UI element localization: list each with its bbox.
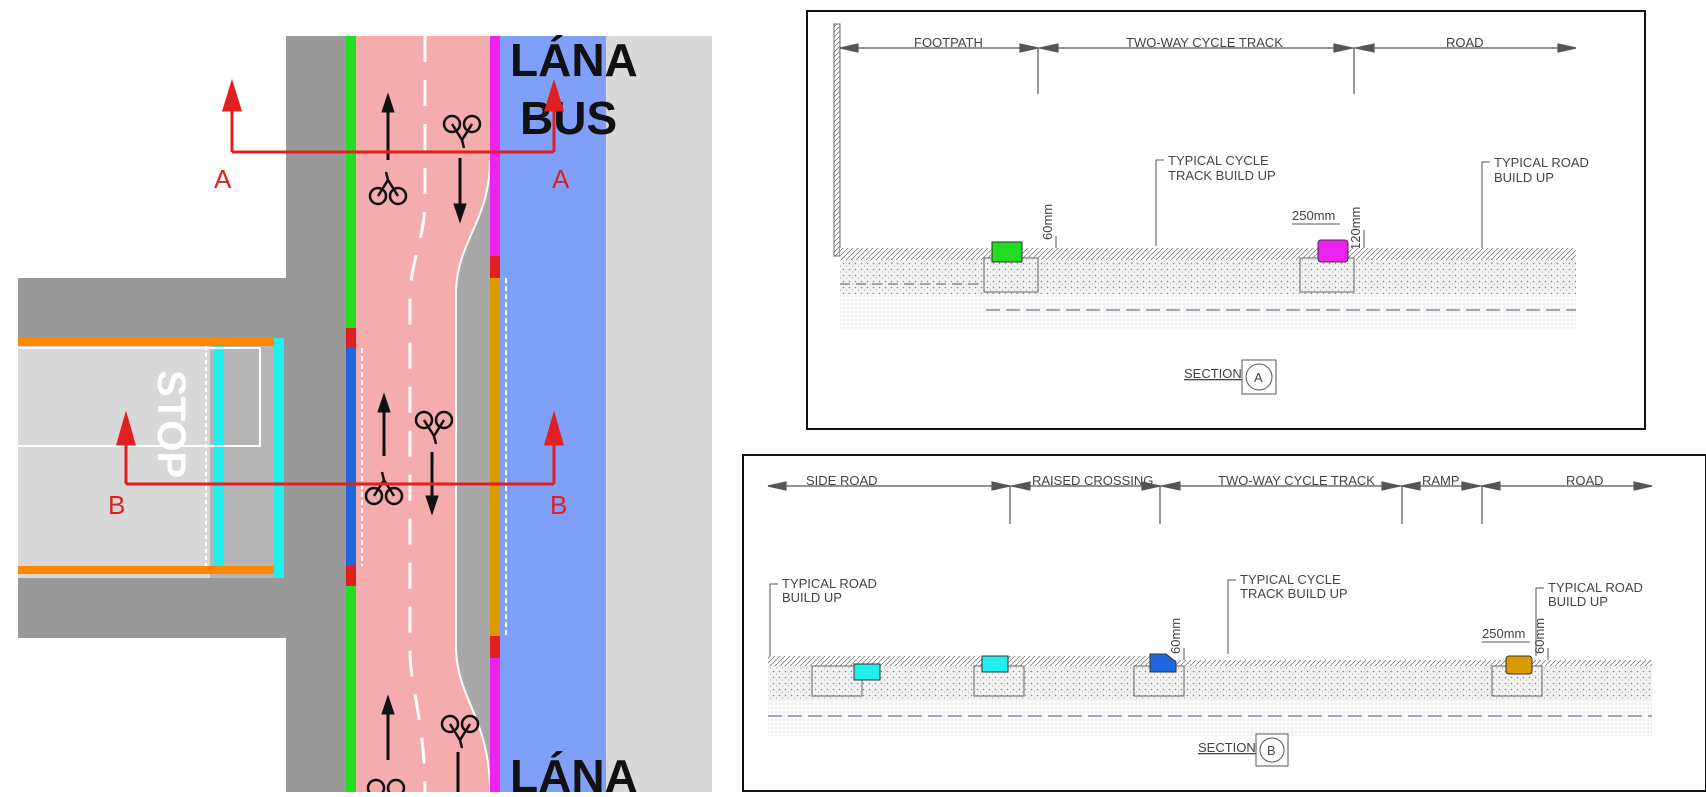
orange-line-bottom: [18, 566, 280, 574]
section-b-dims: [767, 481, 1653, 524]
dim-ramp: RAMP: [1422, 473, 1460, 488]
dim-250mm: 250mm: [1292, 208, 1335, 223]
surface-layer: [840, 248, 1576, 260]
bicycle-icon: [442, 114, 482, 149]
red-marker-4: [490, 636, 500, 658]
section-tag-box: [1241, 359, 1277, 395]
section-tag-circle: [1245, 363, 1273, 391]
base-layer: [840, 260, 1576, 294]
callout-cycle-2: TRACK BUILD UP: [1240, 586, 1348, 601]
section-word: SECTION: [1198, 740, 1256, 755]
section-b-drawing: SIDE ROAD RAISED CROSSING TWO-WAY CYCLE …: [742, 454, 1706, 792]
section-tag-circle: [1259, 737, 1285, 763]
section-letter: B: [1267, 743, 1276, 758]
callout-cycle-1: TYPICAL CYCLE: [1168, 153, 1269, 168]
blue-kerb-section: [1149, 653, 1177, 673]
callout-road-right-2: BUILD UP: [1548, 594, 1608, 609]
green-kerb-section: [991, 241, 1023, 263]
red-marker-2: [346, 566, 356, 586]
callout-cycle-1: TYPICAL CYCLE: [1240, 572, 1341, 587]
section-a-label-right: A: [552, 164, 570, 194]
cyan-line-2: [274, 338, 284, 578]
arrow-up-icon: [381, 694, 395, 760]
track-edge: [455, 159, 491, 793]
magenta-kerb-top: [490, 36, 500, 256]
dim-road: ROAD: [1446, 35, 1484, 50]
cyan-kerb-1: [853, 663, 881, 681]
kerb-foundation-2: [1299, 257, 1355, 293]
magenta-kerb-section: [1317, 239, 1349, 263]
section-letter: A: [1254, 370, 1263, 385]
arrow-down-icon: [425, 452, 439, 516]
bus-label-bottom: LÁNA: [510, 750, 638, 792]
red-marker-3: [490, 256, 500, 278]
bus-label-line-1: LÁNA: [510, 34, 638, 86]
surface-layer-right: [1162, 660, 1652, 670]
cyan-line-1: [214, 346, 224, 566]
section-a-svg: FOOTPATH TWO-WAY CYCLE TRACK ROAD TYPICA…: [806, 10, 1646, 430]
section-b-svg: SIDE ROAD RAISED CROSSING TWO-WAY CYCLE …: [742, 454, 1706, 792]
orange-line-top: [18, 338, 280, 346]
magenta-kerb-bottom: [490, 658, 500, 792]
kerb-foundation-1: [983, 257, 1039, 293]
callout-road-1: TYPICAL ROAD: [1494, 155, 1589, 170]
plan-view: STOP LÁNA BUS LÁNA: [0, 0, 730, 797]
section-b-label-left: B: [108, 490, 125, 520]
section-tag-box: [1255, 733, 1289, 767]
dim-60mm: 60mm: [1040, 204, 1055, 240]
stop-box: [18, 347, 261, 447]
cycle-track: [356, 36, 490, 792]
section-a-line: [221, 78, 565, 154]
section-b-label-right: B: [550, 490, 567, 520]
dim-cycle-track: TWO-WAY CYCLE TRACK: [1218, 473, 1375, 488]
island: [456, 36, 490, 792]
arrow-down-icon: [453, 158, 467, 224]
dim-footpath: FOOTPATH: [914, 35, 983, 50]
orange-kerb-section: [1505, 655, 1533, 675]
dim-120mm: 120mm: [1348, 207, 1363, 250]
plan-view-drawing: STOP LÁNA BUS LÁNA: [18, 34, 712, 797]
callout-lines-a: [1155, 159, 1490, 252]
boundary-wall: [833, 23, 841, 257]
bicycle-icon: [414, 410, 454, 445]
section-a-drawing: FOOTPATH TWO-WAY CYCLE TRACK ROAD TYPICA…: [806, 10, 1646, 430]
section-word: SECTION: [1184, 366, 1242, 381]
stop-label: STOP: [149, 370, 193, 478]
callout-road-right-1: TYPICAL ROAD: [1548, 580, 1643, 595]
blue-kerb: [346, 348, 356, 566]
dim-road: ROAD: [1566, 473, 1604, 488]
subbase-layer: [768, 700, 1652, 736]
bicycle-icon: [440, 714, 480, 749]
callout-lines-b: [769, 579, 1544, 656]
callout-road-left-1: TYPICAL ROAD: [782, 576, 877, 591]
section-a-frame: [806, 10, 1646, 430]
dim-side-road: SIDE ROAD: [806, 473, 878, 488]
verge: [600, 36, 712, 792]
bicycle-icon: [364, 471, 404, 506]
bicycle-icon: [368, 171, 408, 206]
bus-lane: [500, 36, 606, 792]
red-marker-1: [346, 328, 356, 348]
cycle-centreline: [408, 36, 427, 793]
dim-cycle-track: TWO-WAY CYCLE TRACK: [1126, 35, 1283, 50]
surface-layer-left: [768, 656, 1162, 666]
orange-kerb: [490, 278, 500, 636]
callout-road-left-2: BUILD UP: [782, 590, 842, 605]
arrow-up-icon: [377, 392, 391, 456]
cyan-kerb-2: [981, 655, 1009, 673]
dim-250mm: 250mm: [1482, 626, 1525, 641]
dim-60mm-b: 60mm: [1532, 618, 1547, 654]
section-a-label-left: A: [214, 164, 232, 194]
dim-raised-crossing: RAISED CROSSING: [1032, 473, 1153, 488]
bus-label-line-2: BUS: [520, 92, 617, 144]
callout-cycle-2: TRACK BUILD UP: [1168, 168, 1276, 183]
bicycle-symbols: [364, 114, 482, 797]
callout-road-2: BUILD UP: [1494, 170, 1554, 185]
dim-60mm: 60mm: [1168, 618, 1183, 654]
section-a-dims: [839, 43, 1577, 94]
subbase-layer: [840, 294, 1576, 330]
section-b-line: [116, 410, 564, 486]
